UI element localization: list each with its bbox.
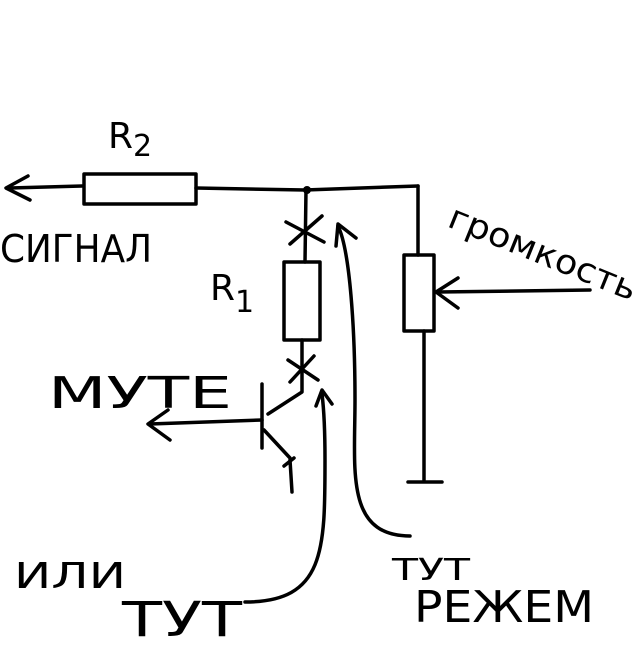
r1-top-wire <box>303 188 308 264</box>
or-label: ИЛИ <box>14 556 126 597</box>
volume-potentiometer <box>402 253 436 333</box>
cut-mark-top <box>284 214 326 246</box>
here-label: ТУТ <box>121 592 243 648</box>
cut-here-label-1: ТУТ <box>391 553 471 588</box>
resistor-r2 <box>82 172 198 206</box>
transistor <box>146 382 296 494</box>
cut-here-label-2: РЕЖЕМ <box>414 582 594 633</box>
signal-label: СИГНАЛ <box>0 227 152 271</box>
r2-label: R2 <box>108 116 152 164</box>
r1-label: R1 <box>210 268 254 320</box>
mute-label: МУТЕ <box>48 368 232 419</box>
cut-mark-bottom <box>286 354 320 384</box>
resistor-r1 <box>282 260 322 342</box>
r1-bottom-wire <box>266 338 304 416</box>
signal-arrow <box>4 174 84 202</box>
pot-wiper-arrow <box>434 276 592 310</box>
or-here-arrow <box>243 388 334 604</box>
cut-here-arrow <box>334 222 412 538</box>
